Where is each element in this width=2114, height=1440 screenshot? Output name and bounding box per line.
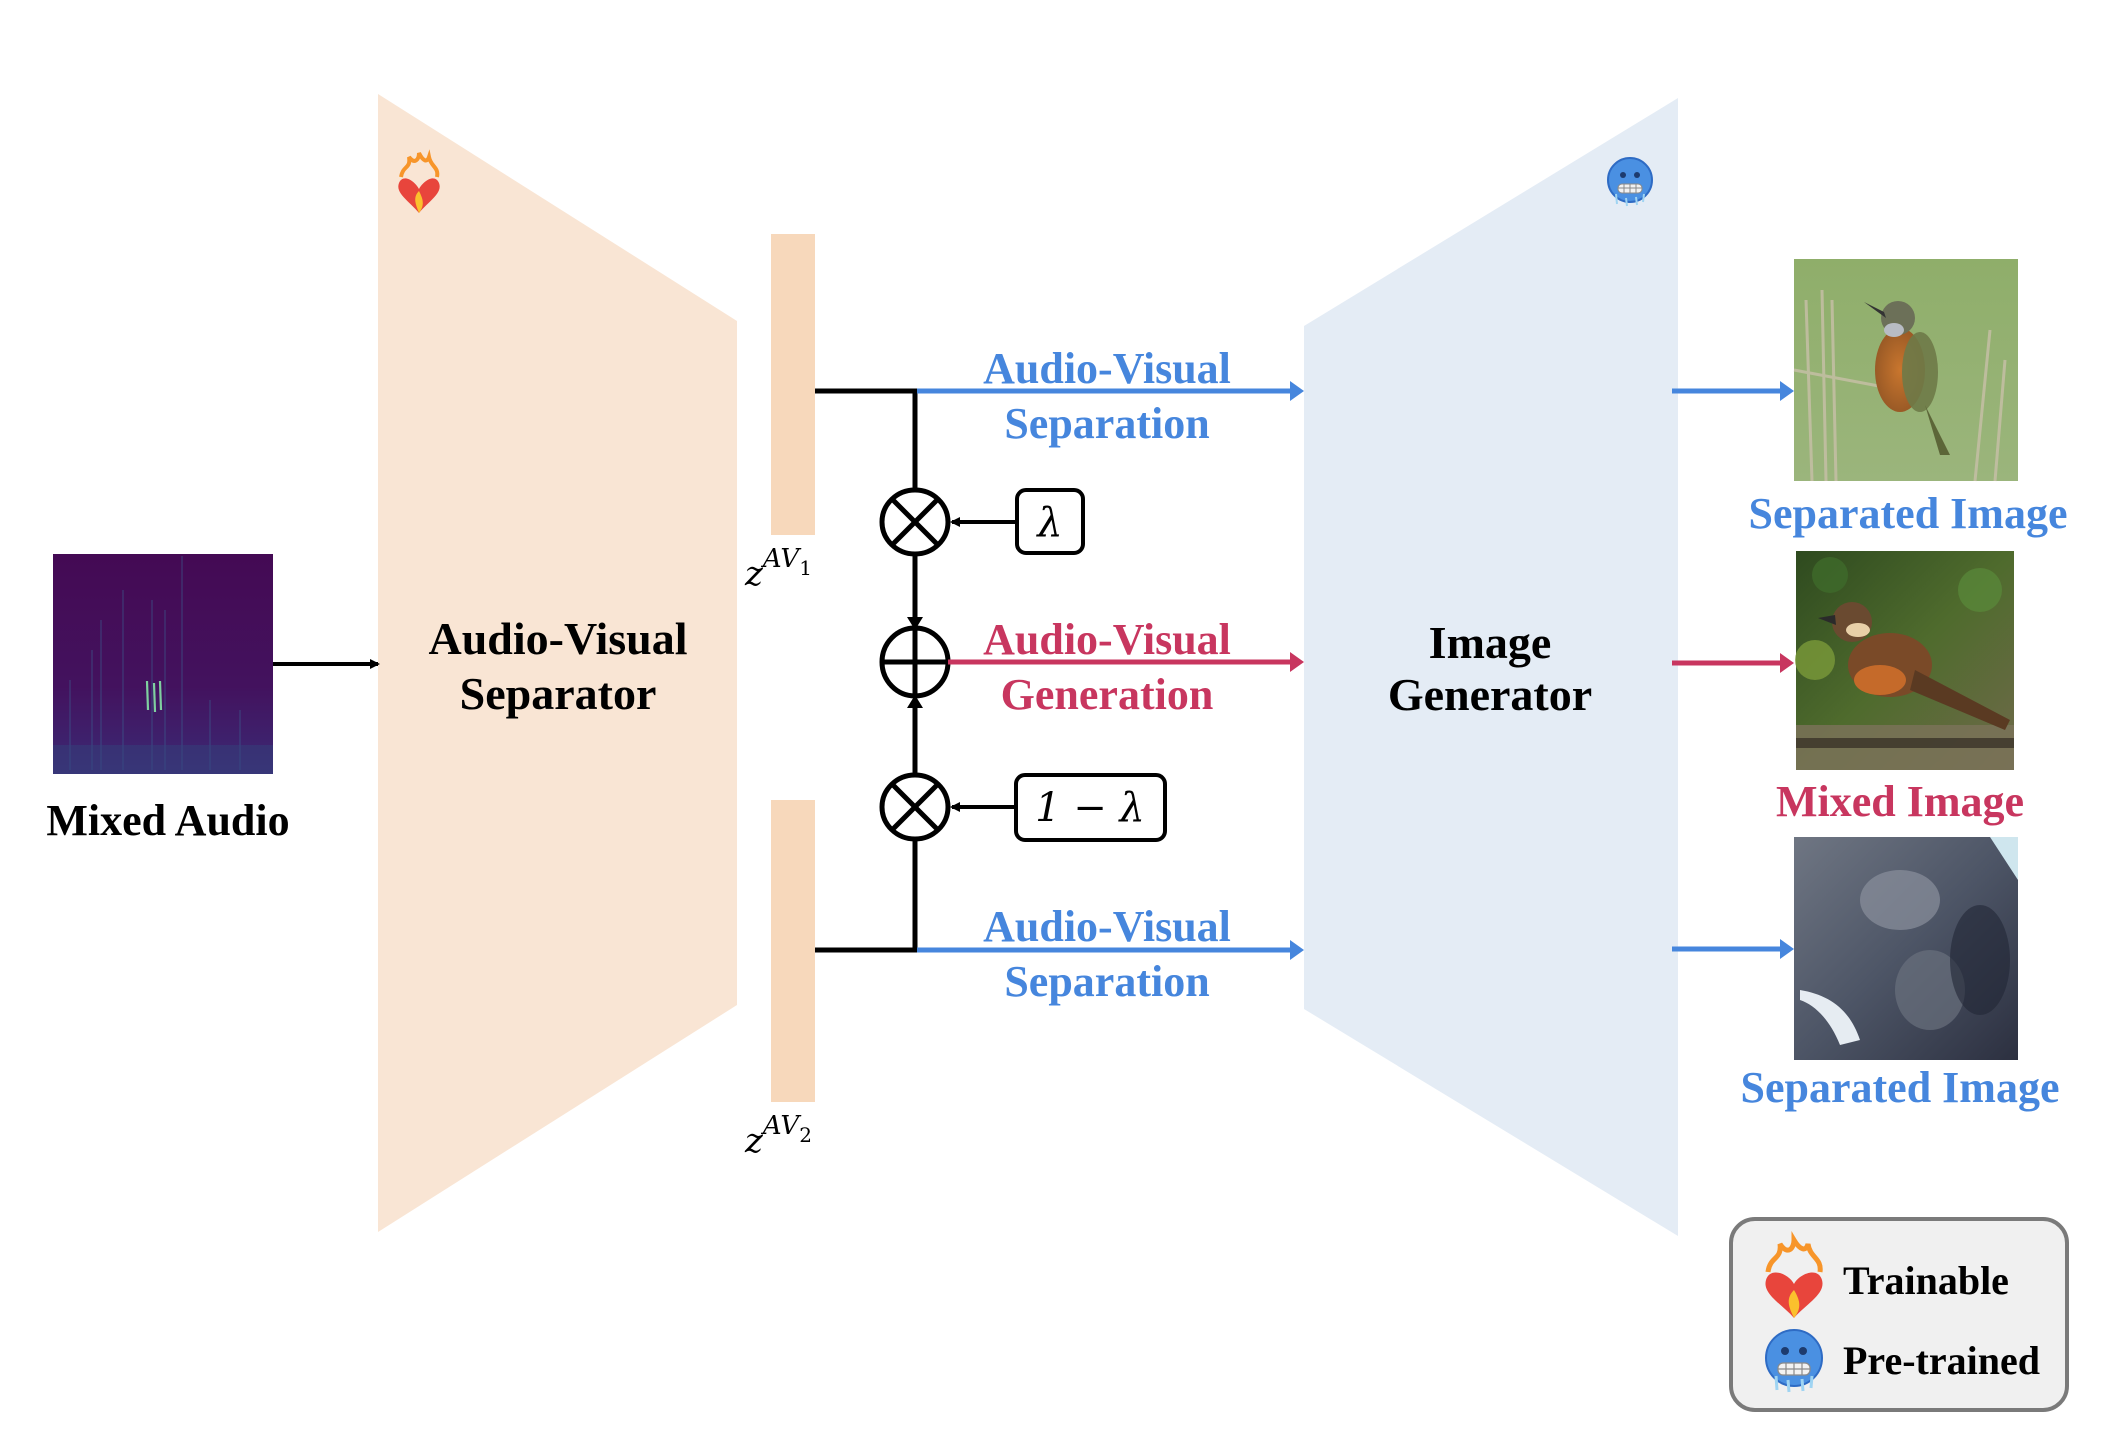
arrowhead-into-adder-bottom [907,695,923,708]
legend: Trainable Pre-trained [1729,1217,2069,1412]
separated-image-top-label: Separated Image [1749,489,2068,538]
separator-label-line2: Separator [460,668,657,719]
path-label-separation-bottom-line2: Separation [1004,957,1209,1006]
latent-z-av1-label: zAV1 [744,544,812,594]
separated-image-bottom-label: Separated Image [1741,1063,2060,1112]
output-arrow-mixed [1672,653,1794,673]
legend-trainable-label: Trainable [1843,1258,2009,1303]
separator-label-line1: Audio-Visual [428,613,687,664]
audio-visual-separator-block [378,94,737,1232]
circled-times-icon [879,772,951,842]
latent-z-av2-label: zAV2 [744,1111,812,1161]
separation-arrow-bottom [917,940,1304,960]
separation-arrow-top [917,381,1304,401]
one-minus-lambda-label: 1 − λ [1035,785,1145,831]
latent-z-av2-bar [771,800,815,1102]
path-label-separation-bottom-line1: Audio-Visual [983,902,1231,951]
arrowhead-into-adder-top [907,617,923,630]
mixed-audio-spectrogram [53,554,273,774]
path-label-separation-top-line1: Audio-Visual [983,344,1231,393]
generator-label-line2: Generator [1388,669,1592,720]
fire-heart-icon [398,149,440,213]
mixed-image-label: Mixed Image [1776,777,2024,826]
cold-face-icon [1765,1329,1823,1393]
output-arrow-separated-bottom [1672,939,1794,959]
latent-connectors [815,388,918,953]
cold-face-icon [1607,157,1653,207]
path-label-separation-top-line2: Separation [1004,399,1209,448]
image-generator-block [1304,98,1678,1236]
circled-plus-icon [879,625,951,699]
circled-times-icon [879,487,951,557]
generation-arrow [948,652,1304,672]
latent-z-av1-bar [771,234,815,535]
path-label-generation-line2: Generation [1001,670,1214,719]
path-label-generation-line1: Audio-Visual [983,615,1231,664]
mixed-image [1795,551,2014,770]
separated-image-bottom [1794,837,2018,1060]
lambda-label: λ [1035,500,1062,546]
generator-label-line1: Image [1429,617,1552,668]
fire-heart-icon [1765,1230,1823,1318]
mixed-audio-label: Mixed Audio [46,796,289,845]
output-arrow-separated-top [1672,381,1794,401]
separated-image-top [1793,259,2018,482]
legend-pretrained-label: Pre-trained [1843,1338,2040,1383]
